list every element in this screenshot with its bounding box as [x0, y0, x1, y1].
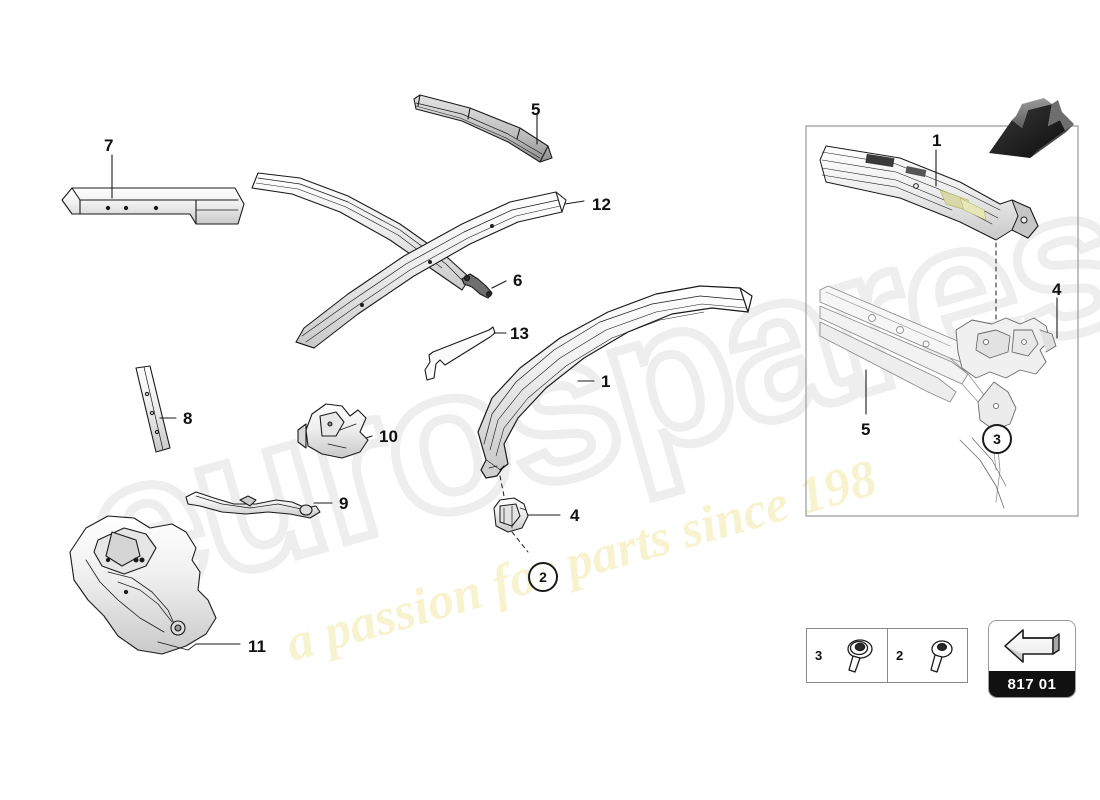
washer-head-bolt-icon: [829, 636, 887, 676]
leader-10: [365, 435, 373, 439]
part-1-shape: [477, 285, 753, 479]
assembly-axis-main: [499, 475, 529, 553]
inset-panel-border: [805, 125, 1079, 517]
callout-10: 10: [379, 427, 398, 446]
part-12-shape: [295, 191, 567, 349]
inset-callout-5: 5: [861, 420, 871, 439]
callout-11: 11: [248, 637, 266, 656]
legend-cell-3: 3: [807, 629, 887, 682]
legend-number-2: 2: [896, 648, 904, 663]
part-4-shape: [493, 497, 529, 533]
callout-8: 8: [183, 409, 193, 428]
part-10-shape: [297, 403, 369, 459]
part-5-shape: [413, 94, 553, 163]
inset-part-1-shape: [819, 145, 1039, 241]
part-8-shape: [135, 365, 171, 453]
callout-4: 4: [570, 506, 580, 525]
part-11-shape: [69, 515, 217, 655]
legend-cell-2: 2: [887, 629, 967, 682]
inset-callout-3-circled: 3: [982, 424, 1012, 454]
callout-6: 6: [513, 271, 523, 290]
hex-bolt-icon: [910, 636, 967, 676]
inset-part-3-4-hinge: [955, 317, 1057, 509]
part-5b-shape: [251, 172, 471, 291]
part-6-shape: [461, 273, 493, 299]
callout-1: 1: [601, 372, 611, 391]
callout-12: 12: [592, 195, 611, 214]
inset-callout-1: 1: [932, 131, 942, 150]
callout-13: 13: [510, 324, 529, 343]
callout-9: 9: [339, 494, 349, 513]
inset-part-5-shape: [819, 285, 1001, 503]
callout-7: 7: [104, 136, 114, 155]
callout-5: 5: [531, 100, 541, 119]
fastener-legend: 3 2: [806, 628, 968, 683]
callout-2-circled: 2: [528, 562, 558, 592]
part-number-badge: 817 01: [988, 620, 1076, 698]
leader-6: [491, 280, 507, 289]
part-9-shape: [185, 491, 321, 519]
view-direction-arrow-icon: [989, 98, 1074, 158]
part-13-shape: [424, 326, 496, 381]
legend-number-3: 3: [815, 648, 823, 663]
badge-arrow-icon: [989, 621, 1075, 671]
leader-12: [564, 200, 585, 205]
part-7-shape: [61, 187, 245, 225]
part-number-text: 817 01: [989, 671, 1075, 697]
inset-callout-4: 4: [1052, 280, 1062, 299]
